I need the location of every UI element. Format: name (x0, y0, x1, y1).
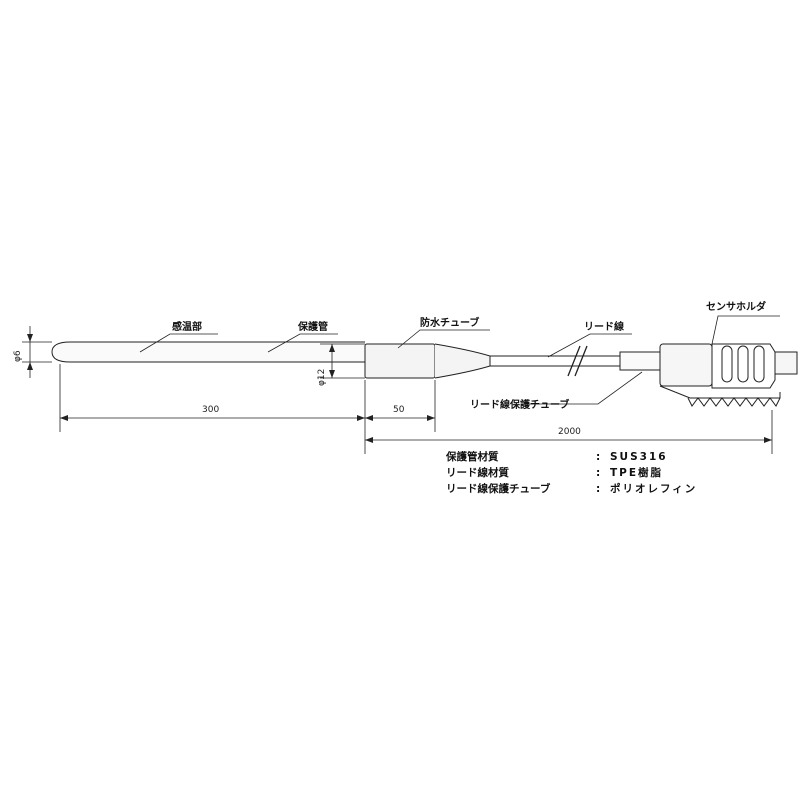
arrow-300-right (357, 415, 365, 421)
arrow-50-left (365, 415, 373, 421)
leader-waterproof-tube (397, 329, 490, 349)
spec-separator: : (596, 467, 601, 479)
arrow-300-left (60, 415, 68, 421)
arrow-2000-left (365, 437, 373, 443)
leader-lead-protection (524, 371, 643, 405)
arrow-phi12-top (329, 344, 335, 352)
spec-row: 保護管材質 : SUS316 (446, 449, 697, 465)
dim-label-300: 300 (202, 405, 219, 415)
holder-body (659, 343, 713, 387)
label-waterproof-tube: 防水チューブ (420, 316, 479, 329)
spec-separator: : (596, 451, 601, 463)
spec-key: リード線保護チューブ (446, 483, 551, 495)
spec-row: リード線材質 : TPE樹脂 (446, 465, 697, 481)
break-mark-1 (567, 345, 581, 377)
spec-key: リード線材質 (446, 467, 509, 479)
spec-separator: : (596, 483, 601, 495)
leader-lead-wire (547, 333, 632, 358)
dim-label-phi12: φ12 (317, 369, 327, 386)
spec-value: TPE樹脂 (610, 467, 664, 479)
leader-sensing-part (139, 333, 218, 353)
dim-label-50: 50 (393, 405, 405, 415)
arrow-50-right (427, 415, 435, 421)
holder-clip (659, 385, 781, 399)
holder-head (711, 343, 776, 389)
spec-table: 保護管材質 : SUS316 リード線材質 : TPE樹脂 リード線保護チューブ… (446, 449, 697, 497)
spec-value: SUS316 (610, 451, 668, 463)
leader-protection-tube (267, 333, 338, 353)
waterproof-tube-body (364, 343, 436, 379)
waterproof-tube-taper (434, 343, 491, 379)
spec-key: 保護管材質 (446, 451, 499, 463)
label-sensing-part: 感温部 (172, 320, 202, 333)
holder-teeth (687, 397, 781, 407)
label-protection-tube: 保護管 (297, 320, 328, 333)
arrow-phi12-bottom (329, 370, 335, 378)
arrow-phi6-bottom (27, 362, 33, 370)
holder-slot-2 (737, 345, 749, 383)
holder-slot-1 (721, 345, 733, 383)
spec-row: リード線保護チューブ : ポリオレフィン (446, 481, 697, 497)
holder-slot-3 (753, 345, 765, 383)
dim-label-2000: 2000 (558, 427, 581, 437)
arrow-2000-right (764, 437, 772, 443)
break-mark-2 (574, 345, 588, 377)
label-sensor-holder: センサホルダ (706, 300, 766, 313)
leader-sensor-holder (711, 315, 780, 345)
probe-tube (51, 341, 365, 363)
dim-label-phi6: φ6 (13, 350, 23, 362)
label-lead-wire-protection-tube: リード線保護チューブ (470, 398, 569, 411)
holder-tip (774, 351, 798, 375)
label-lead-wire: リード線 (584, 320, 624, 333)
lead-protection-tube (619, 351, 661, 371)
arrow-phi6-top (27, 334, 33, 342)
spec-value: ポリオレフィン (610, 483, 698, 495)
